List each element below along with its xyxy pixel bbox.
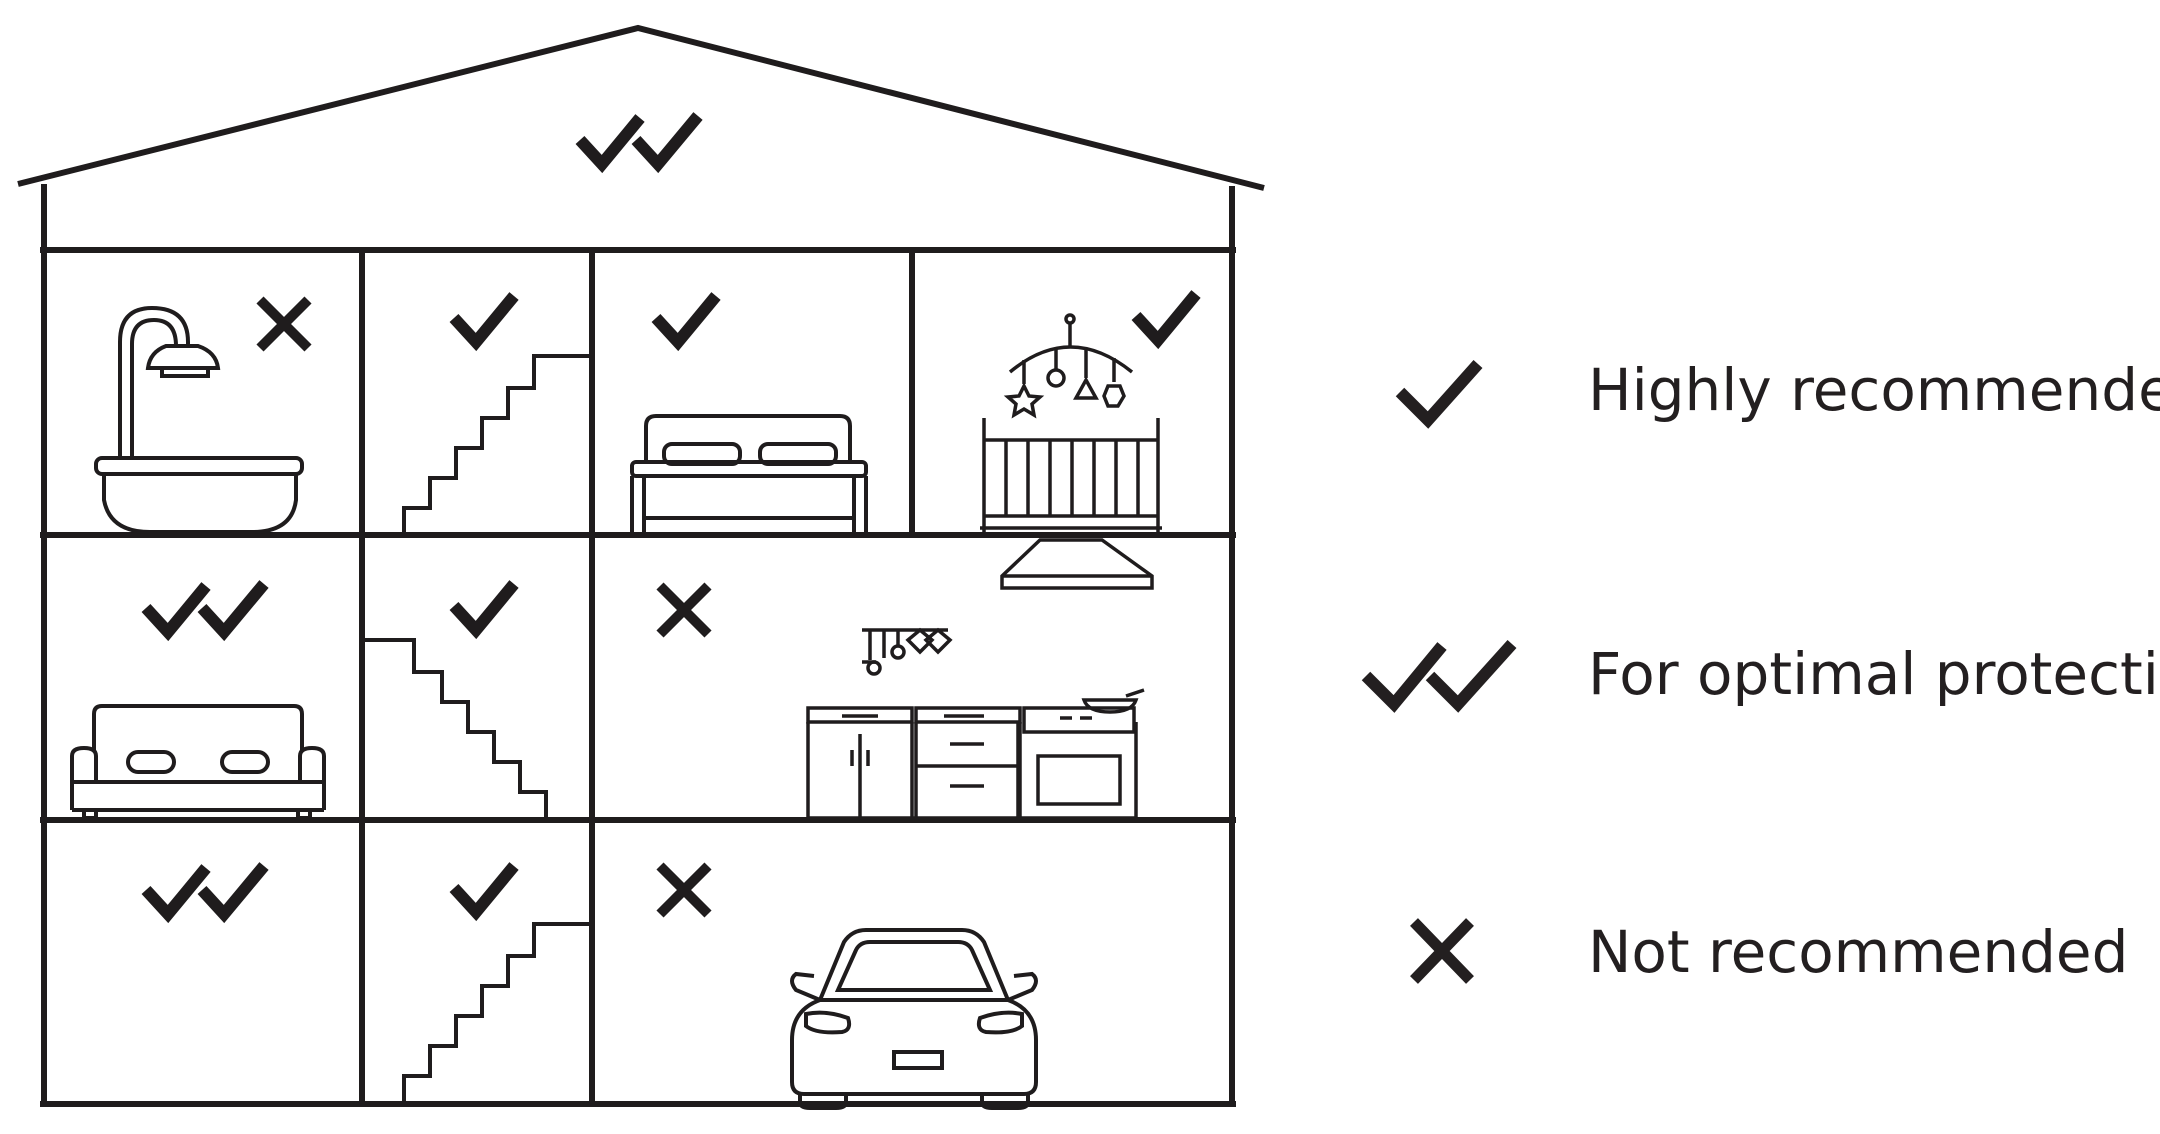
shower-bathtub-icon (94, 305, 304, 534)
house-diagram (17, 24, 1265, 1110)
stairs-icon (402, 922, 590, 1102)
single-check-icon (1395, 360, 1483, 429)
double-check-icon (146, 584, 264, 632)
check-icon (454, 296, 514, 342)
sofa-icon (70, 704, 326, 820)
bed-icon (630, 414, 868, 532)
room-kitchen (660, 586, 1145, 820)
room-bedroom (630, 296, 868, 532)
legend-label: Not recommended (1588, 918, 2129, 986)
legend-item-optimal-protection: For optimal protection (1358, 614, 2160, 734)
stairs-icon (402, 354, 590, 532)
cross-icon (660, 586, 708, 634)
double-check-icon (1361, 639, 1517, 713)
room-bathroom (94, 300, 308, 534)
cross-icon (260, 300, 308, 348)
cross-icon (660, 866, 708, 914)
double-check-icon (146, 866, 264, 914)
legend-label: Highly recommended (1588, 356, 2160, 424)
check-icon (454, 866, 514, 912)
double-check-icon (580, 116, 698, 164)
room-garage (660, 866, 1038, 1110)
house-outline (17, 24, 1265, 1107)
room-attic (580, 116, 698, 164)
stairs-icon (364, 638, 548, 820)
room-basement (146, 866, 264, 914)
check-icon (656, 296, 716, 342)
car-icon (790, 928, 1038, 1110)
legend-label: For optimal protection (1588, 640, 2160, 708)
kitchen-icon (806, 627, 1145, 820)
room-stairs-middle (364, 584, 548, 820)
legend-item-not-recommended: Not recommended (1358, 892, 2138, 1012)
room-living (70, 584, 326, 820)
room-nursery (980, 294, 1196, 590)
crib-mobile-icon (980, 313, 1162, 590)
room-stairs-top (402, 296, 590, 532)
check-icon (1136, 294, 1196, 340)
check-icon (454, 584, 514, 630)
legend-item-highly-recommended: Highly recommended (1358, 330, 2160, 450)
room-stairs-bottom (402, 866, 590, 1102)
cross-icon (1410, 918, 1474, 984)
